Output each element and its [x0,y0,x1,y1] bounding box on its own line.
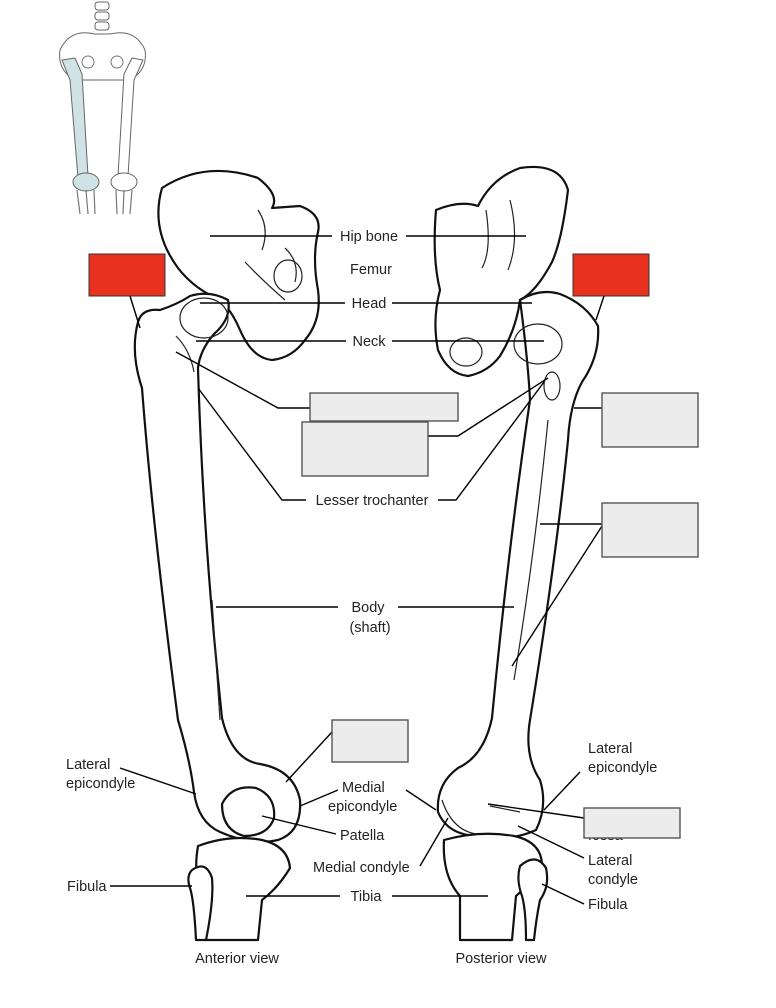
shaft-label: (shaft) [349,620,390,636]
red-answer-box-right [572,253,650,297]
anterior-femur-drawing [133,169,320,942]
medial-condyle-label: Medial condyle [313,860,410,876]
tibia-label: Tibia [351,889,383,905]
lateral-epicondyle-left-label-2: epicondyle [66,776,135,792]
posterior-view-caption: Posterior view [455,951,547,967]
body-label: Body [351,600,385,616]
lateral-epicondyle-right-label-1: Lateral [588,741,632,757]
head-label: Head [352,296,387,312]
lateral-epicondyle-left-label-1: Lateral [66,757,110,773]
hidden-label-box [601,392,699,448]
hidden-label-box [583,807,681,839]
posterior-fibula [517,858,549,942]
fibula-left-label: Fibula [67,879,107,895]
posterior-femur-drawing [433,165,600,942]
neck-label: Neck [352,334,386,350]
hidden-label-box [301,421,429,477]
hip-bone-label: Hip bone [340,229,398,245]
lateral-condyle-label-1: Lateral [588,853,632,869]
anterior-fibula [187,865,214,942]
lateral-condyle-label-2: condyle [588,872,638,888]
thumbnail-skeleton [59,1,146,215]
posterior-femur [436,290,600,840]
anterior-view-caption: Anterior view [195,951,279,967]
hidden-label-box [331,719,409,763]
leader-lines [110,235,605,905]
hidden-label-box [601,502,699,558]
anterior-femur [133,292,302,843]
lesser-trochanter-label: Lesser trochanter [316,493,429,509]
medial-epicondyle-label-2: epicondyle [328,799,397,815]
medial-epicondyle-label-1: Medial [342,780,385,796]
anterior-hip-bone [157,169,320,362]
red-answer-box-left [88,253,166,297]
femur-label: Femur [350,262,392,278]
fibula-right-label: Fibula [588,897,628,913]
patella-label: Patella [340,828,385,844]
hidden-label-box [309,392,459,422]
anterior-patella [220,786,276,838]
lateral-epicondyle-right-label-2: epicondyle [588,760,657,776]
labels: Hip bone Femur Head Neck Lesser trochant… [66,229,657,967]
